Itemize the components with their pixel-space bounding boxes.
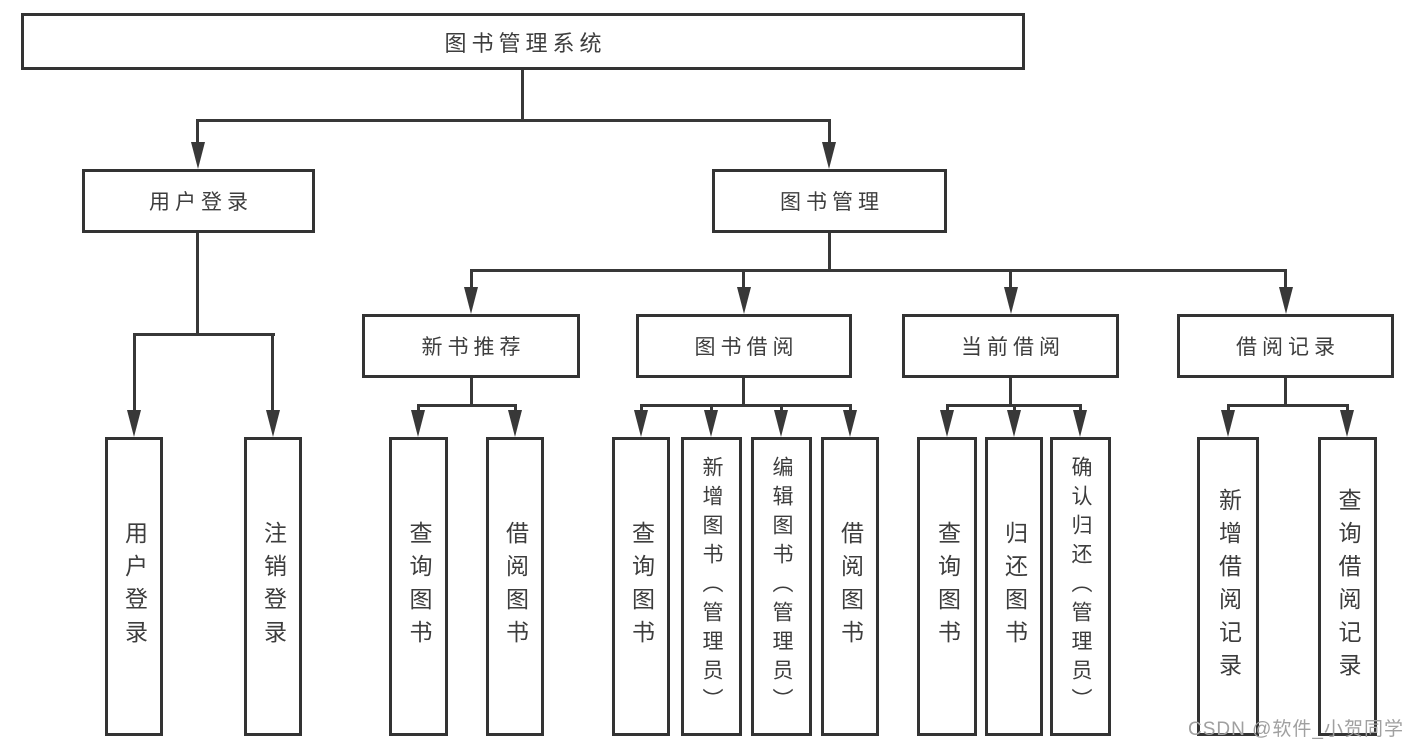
node-book-management: 图书管理 <box>712 169 947 233</box>
connector-bookmgmt-stem <box>828 233 831 272</box>
arrow-down-icon <box>127 410 141 437</box>
leaf-user-login: 用户登录 <box>105 437 163 736</box>
leaf-query-book-current: 查询图书 <box>917 437 977 736</box>
connector-bookborrow-horizontal <box>640 404 851 407</box>
leaf-query-borrow-record: 查询借阅记录 <box>1318 437 1377 736</box>
node-new-book-recommend: 新书推荐 <box>362 314 580 378</box>
connector-currentborrow-stub-1 <box>946 404 949 413</box>
connector-level3-stub-1 <box>470 269 473 290</box>
leaf-query-book-borrow: 查询图书 <box>612 437 670 736</box>
leaf-edit-book-admin: 编辑图书（管理员） <box>751 437 812 736</box>
leaf-query-book-newbook: 查询图书 <box>389 437 448 736</box>
arrow-down-icon <box>1004 287 1018 314</box>
arrow-down-icon <box>737 287 751 314</box>
connector-borrowrecord-stub-2 <box>1346 404 1349 413</box>
arrow-down-icon <box>1073 410 1087 437</box>
arrow-down-icon <box>191 142 205 169</box>
leaf-confirm-return-admin: 确认归还（管理员） <box>1050 437 1111 736</box>
arrow-down-icon <box>822 142 836 169</box>
connector-bookborrow-stub-4 <box>849 404 852 413</box>
connector-userlogin-stem <box>196 233 199 335</box>
node-user-login: 用户登录 <box>82 169 315 233</box>
connector-level3-horizontal <box>470 269 1287 272</box>
arrow-down-icon <box>411 410 425 437</box>
connector-currentborrow-stem <box>1009 378 1012 406</box>
connector-currentborrow-stub-3 <box>1079 404 1082 413</box>
arrow-down-icon <box>464 287 478 314</box>
node-borrow-record: 借阅记录 <box>1177 314 1394 378</box>
arrow-down-icon <box>940 410 954 437</box>
arrow-down-icon <box>704 410 718 437</box>
connector-bookborrow-stem <box>742 378 745 406</box>
leaf-return-book: 归还图书 <box>985 437 1043 736</box>
arrow-down-icon <box>843 410 857 437</box>
connector-level3-stub-2 <box>742 269 745 290</box>
connector-userlogin-stub-1 <box>133 333 136 412</box>
arrow-down-icon <box>1340 410 1354 437</box>
node-current-borrow: 当前借阅 <box>902 314 1119 378</box>
connector-newbook-stub-2 <box>514 404 517 413</box>
connector-bookborrow-stub-3 <box>780 404 783 413</box>
csdn-watermark: CSDN @软件_小贺同学 <box>1188 719 1404 740</box>
connector-newbook-stub-1 <box>417 404 420 413</box>
connector-bookborrow-stub-1 <box>640 404 643 413</box>
arrow-down-icon <box>508 410 522 437</box>
arrow-down-icon <box>774 410 788 437</box>
connector-currentborrow-stub-2 <box>1013 404 1016 413</box>
arrow-down-icon <box>1221 410 1235 437</box>
arrow-down-icon <box>266 410 280 437</box>
leaf-borrow-book-borrow: 借阅图书 <box>821 437 879 736</box>
arrow-down-icon <box>634 410 648 437</box>
arrow-down-icon <box>1007 410 1021 437</box>
connector-level2-stub-left <box>196 119 199 145</box>
arrow-down-icon <box>1279 287 1293 314</box>
connector-borrowrecord-stub-1 <box>1227 404 1230 413</box>
connector-newbook-stem <box>470 378 473 406</box>
connector-userlogin-stub-2 <box>271 333 274 412</box>
connector-root-stem <box>521 70 524 121</box>
leaf-borrow-book-newbook: 借阅图书 <box>486 437 544 736</box>
connector-level2-stub-right <box>828 119 831 145</box>
connector-borrowrecord-stem <box>1284 378 1287 406</box>
connector-bookborrow-stub-2 <box>710 404 713 413</box>
connector-level3-stub-3 <box>1009 269 1012 290</box>
connector-level2-horizontal <box>197 119 831 122</box>
connector-borrowrecord-horizontal <box>1227 404 1349 407</box>
leaf-add-book-admin: 新增图书（管理员） <box>681 437 742 736</box>
node-root: 图书管理系统 <box>21 13 1025 70</box>
leaf-logout-login: 注销登录 <box>244 437 302 736</box>
connector-level3-stub-4 <box>1284 269 1287 290</box>
connector-userlogin-horizontal <box>133 333 275 336</box>
node-book-borrow: 图书借阅 <box>636 314 852 378</box>
leaf-add-borrow-record: 新增借阅记录 <box>1197 437 1259 736</box>
connector-newbook-horizontal <box>417 404 517 407</box>
